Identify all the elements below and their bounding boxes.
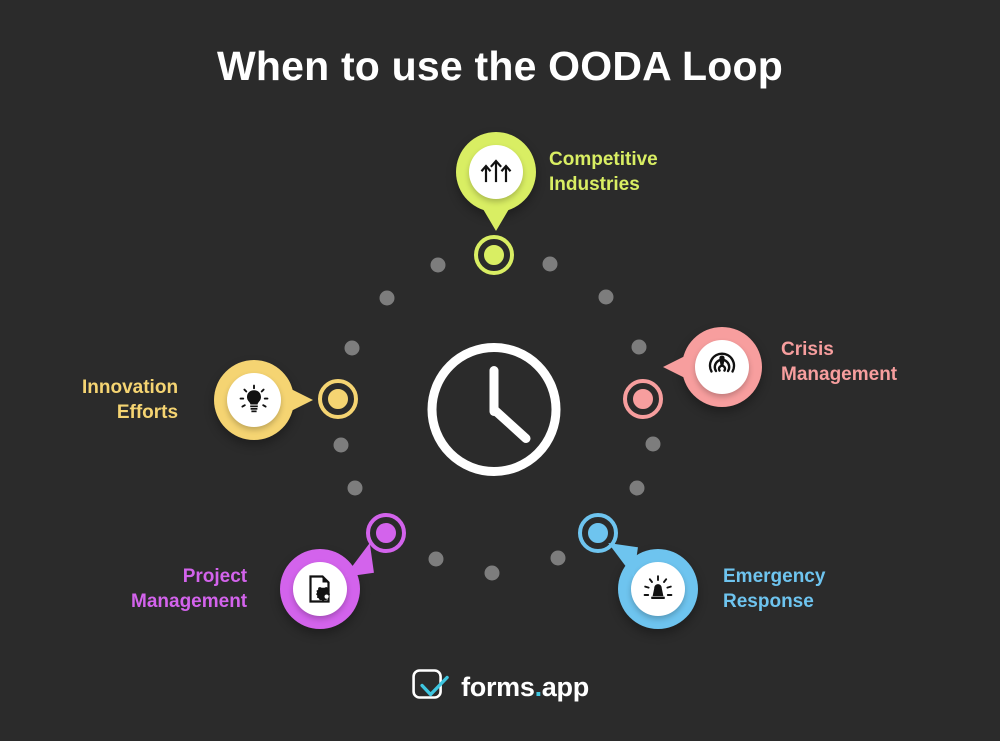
upward-arrows-icon [480,159,512,183]
bubble-tail [663,355,687,379]
bubble-disc [695,340,749,394]
page-title: When to use the OODA Loop [216,43,784,89]
node-marker-project-management[interactable] [366,513,406,553]
node-marker-competitive-industries[interactable] [474,235,514,275]
ring-dot [631,339,647,355]
bubble-tail [604,543,638,577]
ring-dot [645,436,661,452]
logo-wordmark: forms.app [461,672,589,703]
label-project-management: Project Management [131,566,248,613]
ring-dot [430,257,446,273]
bubble-emergency-response[interactable] [604,543,698,629]
bubble-tail [483,209,509,231]
clock-icon [423,339,565,486]
ring-dot [542,256,558,272]
ring-dot [428,551,444,567]
node-marker-innovation-efforts[interactable] [318,379,358,419]
radar-target-icon [708,352,736,373]
bubble-disc [293,562,347,616]
ring-dot [629,480,645,496]
document-gear-icon [309,575,331,603]
bubble-disc [631,562,685,616]
node-marker-core [325,386,351,412]
ring-dot [484,565,500,581]
label-crisis-management: Crisis Management [781,339,898,386]
ring-dot [550,550,566,566]
ring-dot [598,289,614,305]
node-marker-core [481,242,507,268]
logo-name-main: forms [461,671,535,702]
lightbulb-icon [239,384,269,413]
node-marker-core [585,520,611,546]
ring-dot [379,290,395,306]
bubble-tail [289,388,313,412]
ring-dot [344,340,360,356]
logo-name-suffix: app [541,671,589,702]
node-marker-crisis-management[interactable] [623,379,663,419]
label-innovation-efforts: Innovation Efforts [82,377,179,424]
bubble-innovation-efforts[interactable] [214,360,313,440]
label-emergency-response: Emergency Response [723,566,826,613]
logo-name-dot: . [534,671,543,702]
forms-app-check-icon [412,669,449,699]
bubble-disc [227,373,281,427]
ring-dot [347,480,363,496]
bubble-competitive-industries[interactable] [456,132,536,231]
siren-beacon-icon [643,575,673,599]
node-marker-core [630,386,656,412]
bubble-disc [469,145,523,199]
bubble-tail [340,543,374,577]
label-competitive-industries: Competitive Industries [549,149,658,196]
ring-dot [333,437,349,453]
bubble-crisis-management[interactable] [663,327,762,407]
forms-app-logo[interactable]: forms.app [411,668,589,706]
node-marker-core [373,520,399,546]
bubble-project-management[interactable] [280,543,374,629]
